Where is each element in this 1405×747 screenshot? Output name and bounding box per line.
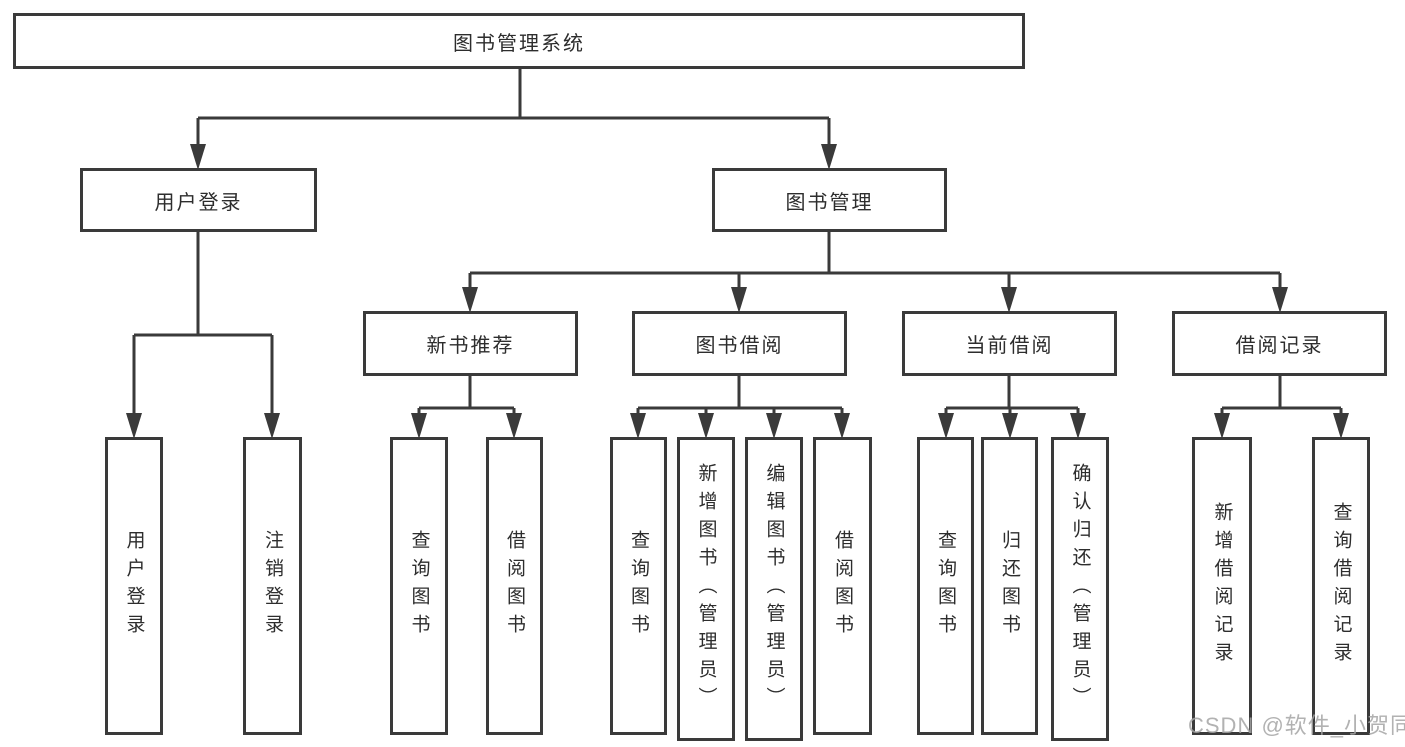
leaf-user-login: 用户登录 — [105, 437, 163, 735]
arrowhead-current-confirm — [1070, 413, 1086, 439]
connector-login-trunk — [134, 232, 272, 337]
node-user-login: 用户登录 — [80, 168, 317, 232]
arrowhead-current-query — [938, 413, 954, 439]
connector-mgmt-trunk — [470, 232, 1280, 275]
leaf-current-query-book: 查询图书 — [917, 437, 974, 735]
arrowhead-borrow-edit — [766, 413, 782, 439]
connector-current-fork — [944, 376, 1080, 417]
arrowhead-record-add — [1214, 413, 1230, 439]
connector-borrow-fork — [636, 376, 844, 417]
arrowhead-borrow-borrow — [834, 413, 850, 439]
connector-rec-fork — [417, 376, 516, 417]
arrowhead-rec-borrow — [506, 413, 522, 439]
csdn-watermark: CSDN @软件_小贺同学 — [1188, 713, 1405, 738]
node-borrow-record: 借阅记录 — [1172, 311, 1387, 376]
arrowhead-borrow — [731, 287, 747, 313]
node-root: 图书管理系统 — [13, 13, 1025, 69]
arrowhead-login — [190, 144, 206, 170]
arrowhead-borrow-query — [630, 413, 646, 439]
leaf-add-book-admin: 新增图书（管理员） — [677, 437, 735, 741]
arrowhead-current-return — [1002, 413, 1018, 439]
leaf-borrow-book: 借阅图书 — [813, 437, 872, 735]
arrowhead-mgmt — [821, 144, 837, 170]
node-current-borrow: 当前借阅 — [902, 311, 1117, 376]
leaf-edit-book-admin: 编辑图书（管理员） — [745, 437, 803, 741]
arrowhead-borrow-add — [698, 413, 714, 439]
leaf-confirm-return-admin: 确认归还（管理员） — [1051, 437, 1109, 741]
arrowhead-rec — [462, 287, 478, 313]
arrowhead-login-logout — [264, 413, 280, 439]
connector-record-fork — [1220, 376, 1343, 417]
node-book-management: 图书管理 — [712, 168, 947, 232]
node-new-book-recommend: 新书推荐 — [363, 311, 578, 376]
arrowhead-record — [1272, 287, 1288, 313]
leaf-rec-borrow-book: 借阅图书 — [486, 437, 543, 735]
leaf-add-borrow-record: 新增借阅记录 — [1192, 437, 1252, 735]
arrowhead-current — [1001, 287, 1017, 313]
leaf-query-borrow-record: 查询借阅记录 — [1312, 437, 1370, 735]
arrowhead-rec-query — [411, 413, 427, 439]
arrowhead-record-query — [1333, 413, 1349, 439]
leaf-return-book: 归还图书 — [981, 437, 1038, 735]
leaf-rec-query-book: 查询图书 — [390, 437, 448, 735]
node-book-borrow: 图书借阅 — [632, 311, 847, 376]
arrowhead-login-user — [126, 413, 142, 439]
leaf-logout: 注销登录 — [243, 437, 302, 735]
leaf-borrow-query-book: 查询图书 — [610, 437, 667, 735]
